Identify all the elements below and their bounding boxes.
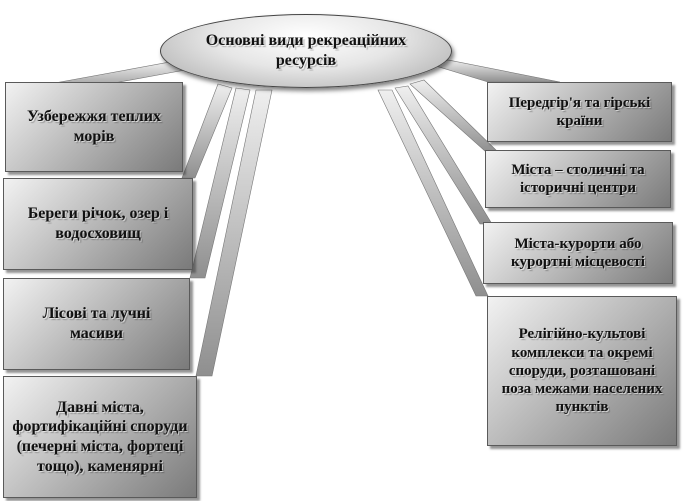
diagram-title-text: Основні види рекреаційних ресурсів — [205, 32, 407, 69]
left-box-4-text: Давні міста, фортифікаційні споруди (печ… — [12, 398, 188, 475]
right-box-2-text: Міста – столичні та історичні центри — [511, 161, 645, 196]
connector-left-4 — [195, 89, 273, 377]
connector-left-2 — [181, 83, 233, 179]
left-box-1: Узбережжя теплих морів — [5, 82, 183, 172]
diagram-title: Основні види рекреаційних ресурсів — [160, 14, 452, 88]
right-box-4-text: Релігійно-культові комплекси та окремі с… — [501, 326, 663, 416]
right-box-4: Релігійно-культові комплекси та окремі с… — [487, 296, 677, 446]
left-box-1-text: Узбережжя теплих морів — [27, 108, 161, 145]
left-box-3: Лісові та лучні масиви — [3, 278, 190, 370]
left-box-2: Береги річок, озер і водосховищ — [3, 178, 193, 270]
right-box-2: Міста – столичні та історичні центри — [485, 150, 671, 208]
connector-right-1 — [435, 59, 561, 83]
connector-left-3 — [189, 87, 251, 279]
left-box-2-text: Береги річок, озер і водосховищ — [27, 205, 169, 242]
right-box-3-text: Міста-курорти або курортні місцевості — [511, 235, 645, 270]
left-box-4: Давні міста, фортифікаційні споруди (печ… — [3, 376, 197, 498]
left-box-3-text: Лісові та лучні масиви — [42, 305, 151, 342]
right-box-1: Передгір'я та гірські країни — [487, 82, 672, 142]
right-box-1-text: Передгір'я та гірські країни — [508, 94, 651, 129]
right-box-3: Міста-курорти або курортні місцевості — [483, 222, 673, 284]
